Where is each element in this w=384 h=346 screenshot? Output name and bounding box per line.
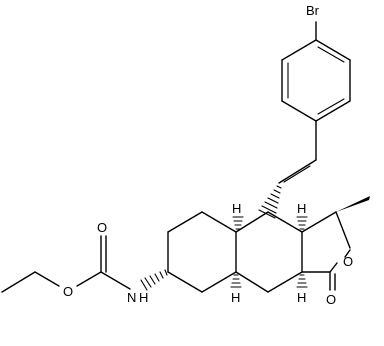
bond-m1 xyxy=(235,211,269,233)
bond-ar-double-2 xyxy=(317,98,345,115)
hashed-bond-h2 xyxy=(296,216,308,230)
bond-c-oester xyxy=(76,271,102,287)
bond-ch2-ch3 xyxy=(1,271,36,293)
left-ring xyxy=(167,211,237,293)
hashed-bond-nh xyxy=(140,269,168,291)
ester-oxygen-label: O xyxy=(63,284,73,299)
bond-l5 xyxy=(344,249,351,258)
hashed-bond-h1 xyxy=(232,216,244,230)
hashed-bond-h3 xyxy=(230,274,242,288)
bond-ar-6 xyxy=(281,39,317,61)
stereo-h-label-1: H xyxy=(232,201,241,216)
ring-oxygen-label: O xyxy=(343,254,353,269)
bromine-label: Br xyxy=(306,3,320,18)
stereo-h-label-4: H xyxy=(297,290,306,305)
bromophenyl-ring xyxy=(281,21,351,122)
carbamate-chain xyxy=(1,235,131,293)
amide-h-label: H xyxy=(139,290,148,305)
lactone-ring xyxy=(301,196,370,291)
bond-l1 xyxy=(301,211,337,233)
bond-r4 xyxy=(167,271,203,293)
bond-l4 xyxy=(329,262,338,273)
vinyl-linker xyxy=(258,120,317,219)
hashed-bond-vinyl xyxy=(258,185,282,219)
bond-vinyl-double-b xyxy=(283,165,311,183)
stereo-h-label-2: H xyxy=(297,201,306,216)
bond-o-ch2 xyxy=(34,271,60,287)
bond-ar-1 xyxy=(315,39,351,61)
bond-l2 xyxy=(335,211,351,249)
bond-ar-double-1 xyxy=(317,46,345,63)
middle-ring xyxy=(235,211,303,293)
bond-m5 xyxy=(235,271,269,293)
bond-ar-3 xyxy=(315,100,351,122)
bond-ar-4 xyxy=(281,100,317,122)
bond-r2 xyxy=(167,211,203,233)
carbonyl-oxygen-label: O xyxy=(326,292,336,307)
wedge-methyl xyxy=(336,196,370,212)
bond-n-c xyxy=(100,271,131,290)
carbamate-carbonyl-o-label: O xyxy=(97,220,107,235)
bond-vinyl-double-a xyxy=(278,159,317,184)
amide-n-label: N xyxy=(127,290,136,305)
bond-r5 xyxy=(201,271,237,293)
bond-m4 xyxy=(267,271,303,293)
stereo-h-label-3: H xyxy=(231,290,240,305)
bond-r1 xyxy=(201,211,237,233)
hashed-bond-h4 xyxy=(296,274,308,288)
bond-m2 xyxy=(267,211,303,233)
